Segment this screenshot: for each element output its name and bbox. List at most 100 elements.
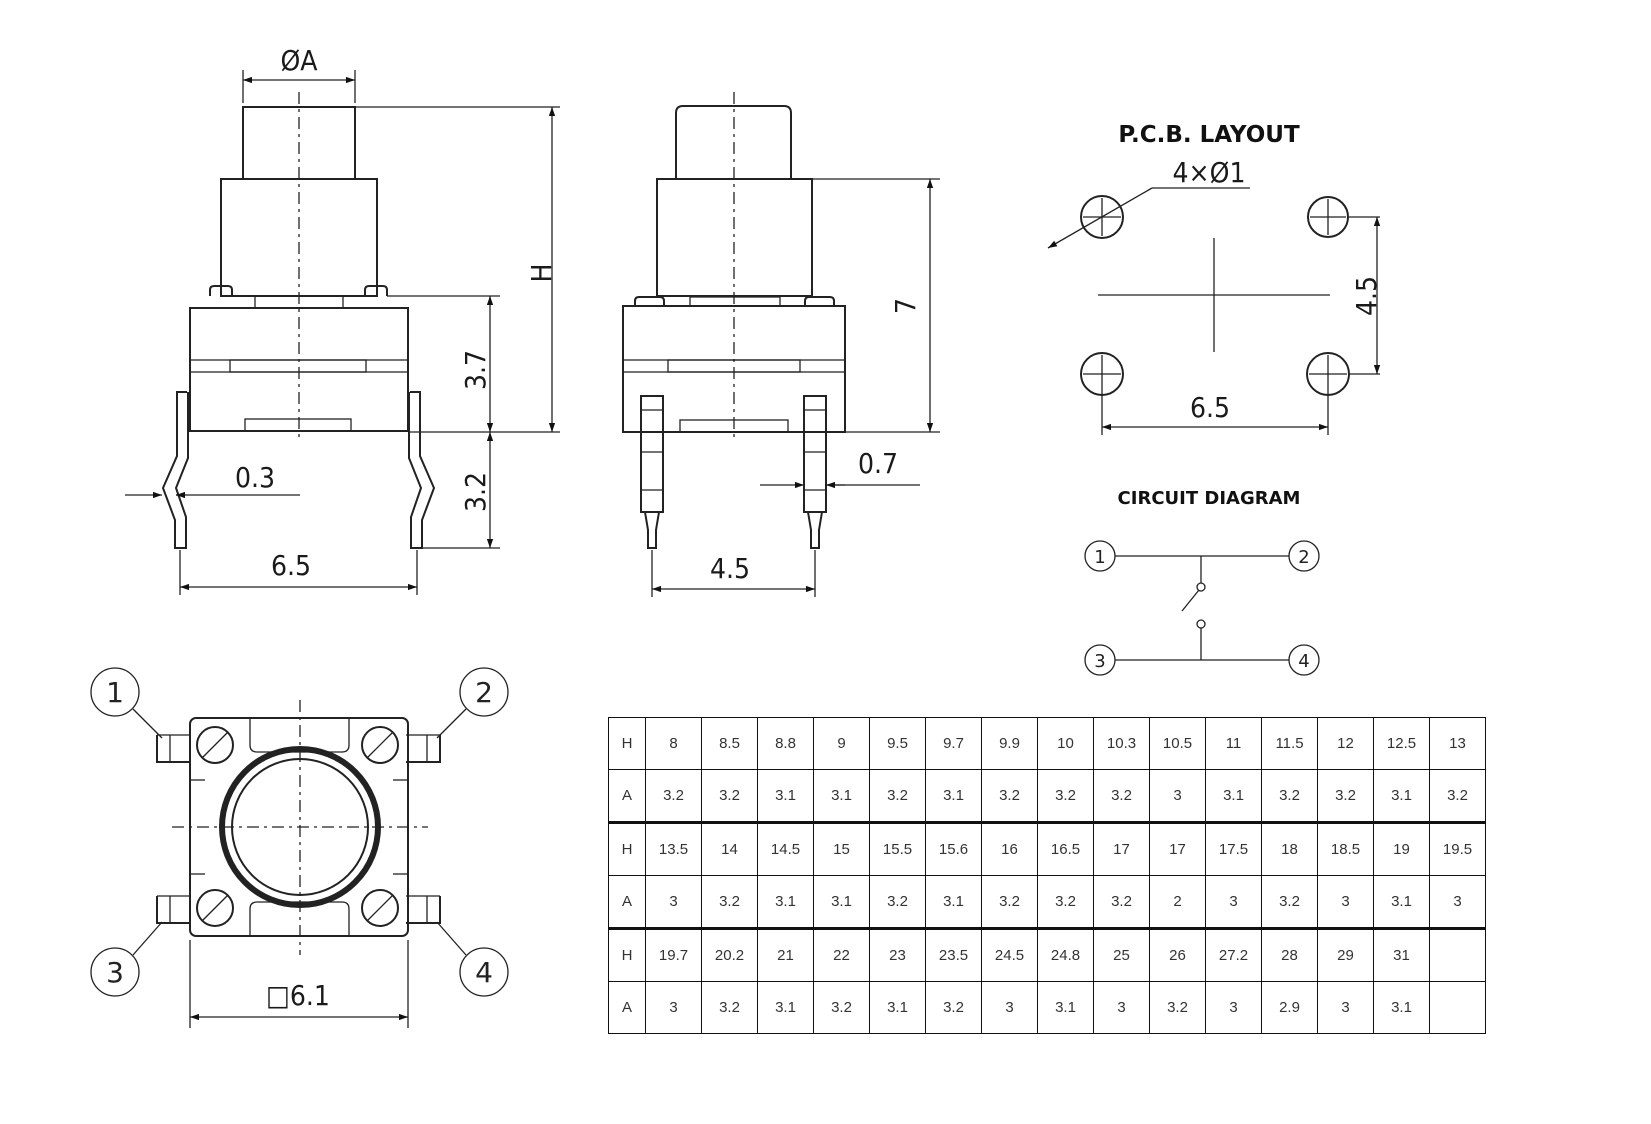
front-lead-right [408, 391, 436, 549]
size-table-cell: 10 [1037, 717, 1094, 770]
size-table-cell: 18 [1261, 821, 1318, 876]
size-table-cell: 2.9 [1261, 981, 1318, 1034]
pcb-layout: P.C.B. LAYOUT 4×Ø1 4.5 6.5 [1047, 122, 1383, 435]
size-table-cell: 3.2 [981, 875, 1038, 929]
size-table-cell: 13.5 [645, 821, 702, 876]
size-table-cell: 3 [1317, 875, 1374, 929]
size-table-cell: 3.2 [981, 769, 1038, 823]
size-table-cell: 3.2 [1317, 769, 1374, 823]
top-corner-hole-4 [361, 889, 399, 927]
dim-width: 6.5 [271, 549, 311, 582]
top-lead-2 [406, 735, 441, 763]
size-table-cell: 3.2 [925, 981, 982, 1034]
front-view: ØA H 3.7 3.2 0.3 6.5 [125, 44, 560, 595]
size-table-cell: 3.2 [701, 769, 758, 823]
circuit-pin-3: 3 [1084, 644, 1116, 676]
size-table-cell [1429, 981, 1486, 1034]
size-table-cell: 24.5 [981, 927, 1038, 982]
svg-text:2: 2 [1298, 547, 1309, 568]
size-table-cell: 3.2 [869, 875, 926, 929]
size-table-cell: 3.2 [1093, 875, 1150, 929]
dim-diameter-a: ØA [280, 44, 318, 77]
size-table-cell: 8.5 [701, 717, 758, 770]
size-table-cell: 28 [1261, 927, 1318, 982]
size-table-cell [1429, 927, 1486, 982]
size-table-cell: 8 [645, 717, 702, 770]
side-lead-left [640, 395, 664, 549]
size-table-cell: 3.2 [701, 875, 758, 929]
size-table-cell: 11 [1205, 717, 1262, 770]
size-table-cell: 13 [1429, 717, 1486, 770]
size-table-cell: 3.1 [1037, 981, 1094, 1034]
size-table-cell: 14.5 [757, 821, 814, 876]
size-table-cell: 3.1 [813, 769, 870, 823]
size-table-cell: 3.2 [1037, 875, 1094, 929]
size-table-cell: 3 [1205, 981, 1262, 1034]
size-table-row-label: A [608, 769, 646, 823]
circuit-pin-4: 4 [1288, 644, 1320, 676]
size-table-cell: 19.5 [1429, 821, 1486, 876]
size-table-cell: 17 [1093, 821, 1150, 876]
size-table-cell: 9 [813, 717, 870, 770]
size-table-cell: 17.5 [1205, 821, 1262, 876]
circuit-pin-2: 2 [1288, 540, 1320, 572]
size-table-cell: 3.1 [1373, 981, 1430, 1034]
dim-height-h: H [525, 264, 558, 283]
circuit-diagram: CIRCUIT DIAGRAM 1 2 3 4 [1084, 488, 1320, 676]
dim-body-size: □6.1 [266, 979, 330, 1012]
size-table-cell: 3.2 [1093, 769, 1150, 823]
size-table-cell: 26 [1149, 927, 1206, 982]
side-plunger [675, 105, 792, 179]
size-table-cell: 3 [645, 981, 702, 1034]
svg-text:2: 2 [475, 676, 493, 709]
size-table-cell: 15 [813, 821, 870, 876]
svg-text:3: 3 [106, 956, 124, 989]
top-pin-callout-1: 1 [90, 667, 163, 739]
size-table-cell: 18.5 [1317, 821, 1374, 876]
size-table-cell: 24.8 [1037, 927, 1094, 982]
pcb-hole-1 [1080, 195, 1124, 239]
size-table-cell: 3.2 [645, 769, 702, 823]
size-table-cell: 3.1 [925, 875, 982, 929]
size-table-cell: 3 [1317, 981, 1374, 1034]
size-table-cell: 3.2 [1261, 769, 1318, 823]
top-corner-hole-2 [361, 726, 399, 764]
pcb-hole-spec: 4×Ø1 [1173, 156, 1246, 189]
dim-lead-width: 0.7 [858, 447, 898, 480]
dim-pcb-pitch-y: 4.5 [1350, 276, 1383, 316]
dim-base-height: 3.7 [459, 350, 492, 390]
size-table-cell: 3.1 [757, 875, 814, 929]
svg-text:1: 1 [1094, 547, 1105, 568]
size-table-cell: 8.8 [757, 717, 814, 770]
top-pin-callout-3: 3 [90, 921, 163, 997]
size-table-cell: 3.1 [757, 981, 814, 1034]
top-view: 1 2 3 4 □6.1 [90, 667, 509, 1028]
size-table-cell: 27.2 [1205, 927, 1262, 982]
dim-lead-thickness: 0.3 [235, 461, 275, 494]
svg-text:4: 4 [475, 956, 493, 989]
size-table-cell: 16 [981, 821, 1038, 876]
size-table-cell: 19 [1373, 821, 1430, 876]
size-table-cell: 3.1 [757, 769, 814, 823]
size-table-cell: 10.3 [1093, 717, 1150, 770]
size-table-cell: 14 [701, 821, 758, 876]
size-table-cell: 3.1 [1373, 875, 1430, 929]
dim-side-height: 7 [889, 298, 922, 314]
size-table-cell: 16.5 [1037, 821, 1094, 876]
size-table-cell: 3.1 [925, 769, 982, 823]
svg-text:3: 3 [1094, 651, 1105, 672]
size-table-cell: 25 [1093, 927, 1150, 982]
size-table-cell: 3.2 [1037, 769, 1094, 823]
size-table-cell: 3 [1429, 875, 1486, 929]
top-corner-hole-3 [196, 889, 234, 927]
size-table-row-label: H [608, 927, 646, 982]
dim-pcb-pitch-x: 6.5 [1190, 391, 1230, 424]
circuit-pin-1: 1 [1084, 540, 1116, 572]
size-table-cell: 3.2 [1261, 875, 1318, 929]
pcb-layout-title: P.C.B. LAYOUT [1118, 122, 1300, 148]
